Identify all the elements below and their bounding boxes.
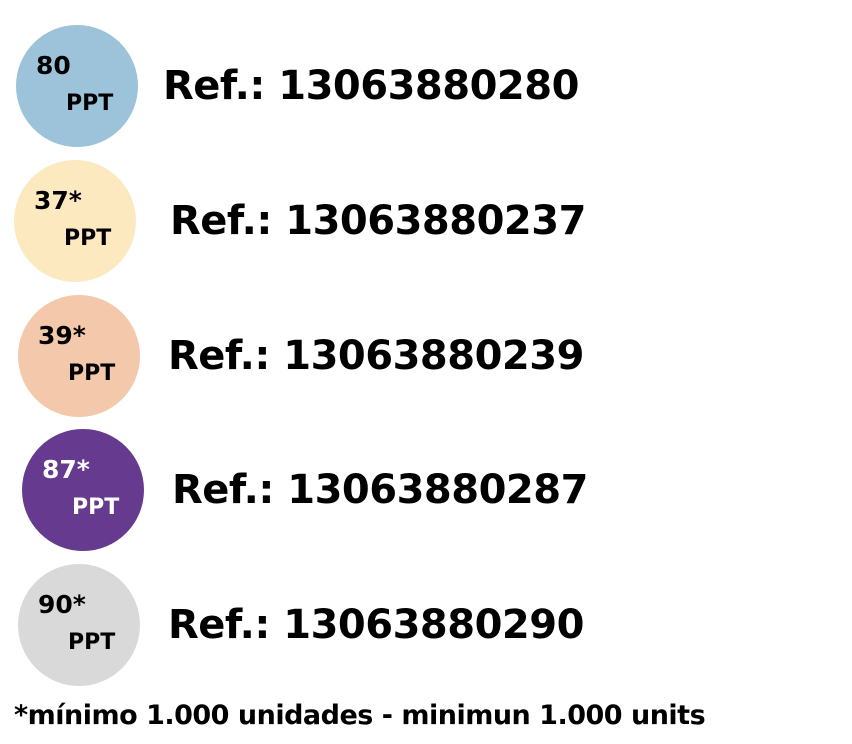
color-swatch: 80 PPT (16, 25, 138, 147)
reference-number: Ref.: 13063880280 (163, 63, 579, 109)
color-swatch: 87* PPT (22, 429, 144, 551)
swatch-value: 39* (38, 321, 86, 350)
swatch-value: 37* (34, 186, 82, 215)
reference-number: Ref.: 13063880237 (170, 198, 586, 244)
swatch-unit: PPT (68, 361, 116, 386)
swatch-value: 87* (42, 455, 90, 484)
color-swatch: 39* PPT (18, 295, 140, 417)
product-row: 39* PPT Ref.: 13063880239 (0, 295, 852, 417)
swatch-value: 90* (38, 590, 86, 619)
color-swatch: 90* PPT (18, 564, 140, 686)
swatch-unit: PPT (68, 630, 116, 655)
product-row: 37* PPT Ref.: 13063880237 (0, 160, 852, 282)
swatch-unit: PPT (64, 226, 112, 251)
reference-number: Ref.: 13063880239 (168, 333, 584, 379)
swatch-unit: PPT (72, 495, 120, 520)
reference-number: Ref.: 13063880290 (168, 602, 584, 648)
swatch-value: 80 (36, 51, 71, 80)
reference-number: Ref.: 13063880287 (172, 467, 588, 513)
product-row: 80 PPT Ref.: 13063880280 (0, 25, 852, 147)
product-row: 90* PPT Ref.: 13063880290 (0, 564, 852, 686)
swatch-unit: PPT (66, 91, 114, 116)
product-row: 87* PPT Ref.: 13063880287 (0, 429, 852, 551)
color-swatch: 37* PPT (14, 160, 136, 282)
footnote: *mínimo 1.000 unidades - minimun 1.000 u… (14, 700, 706, 731)
